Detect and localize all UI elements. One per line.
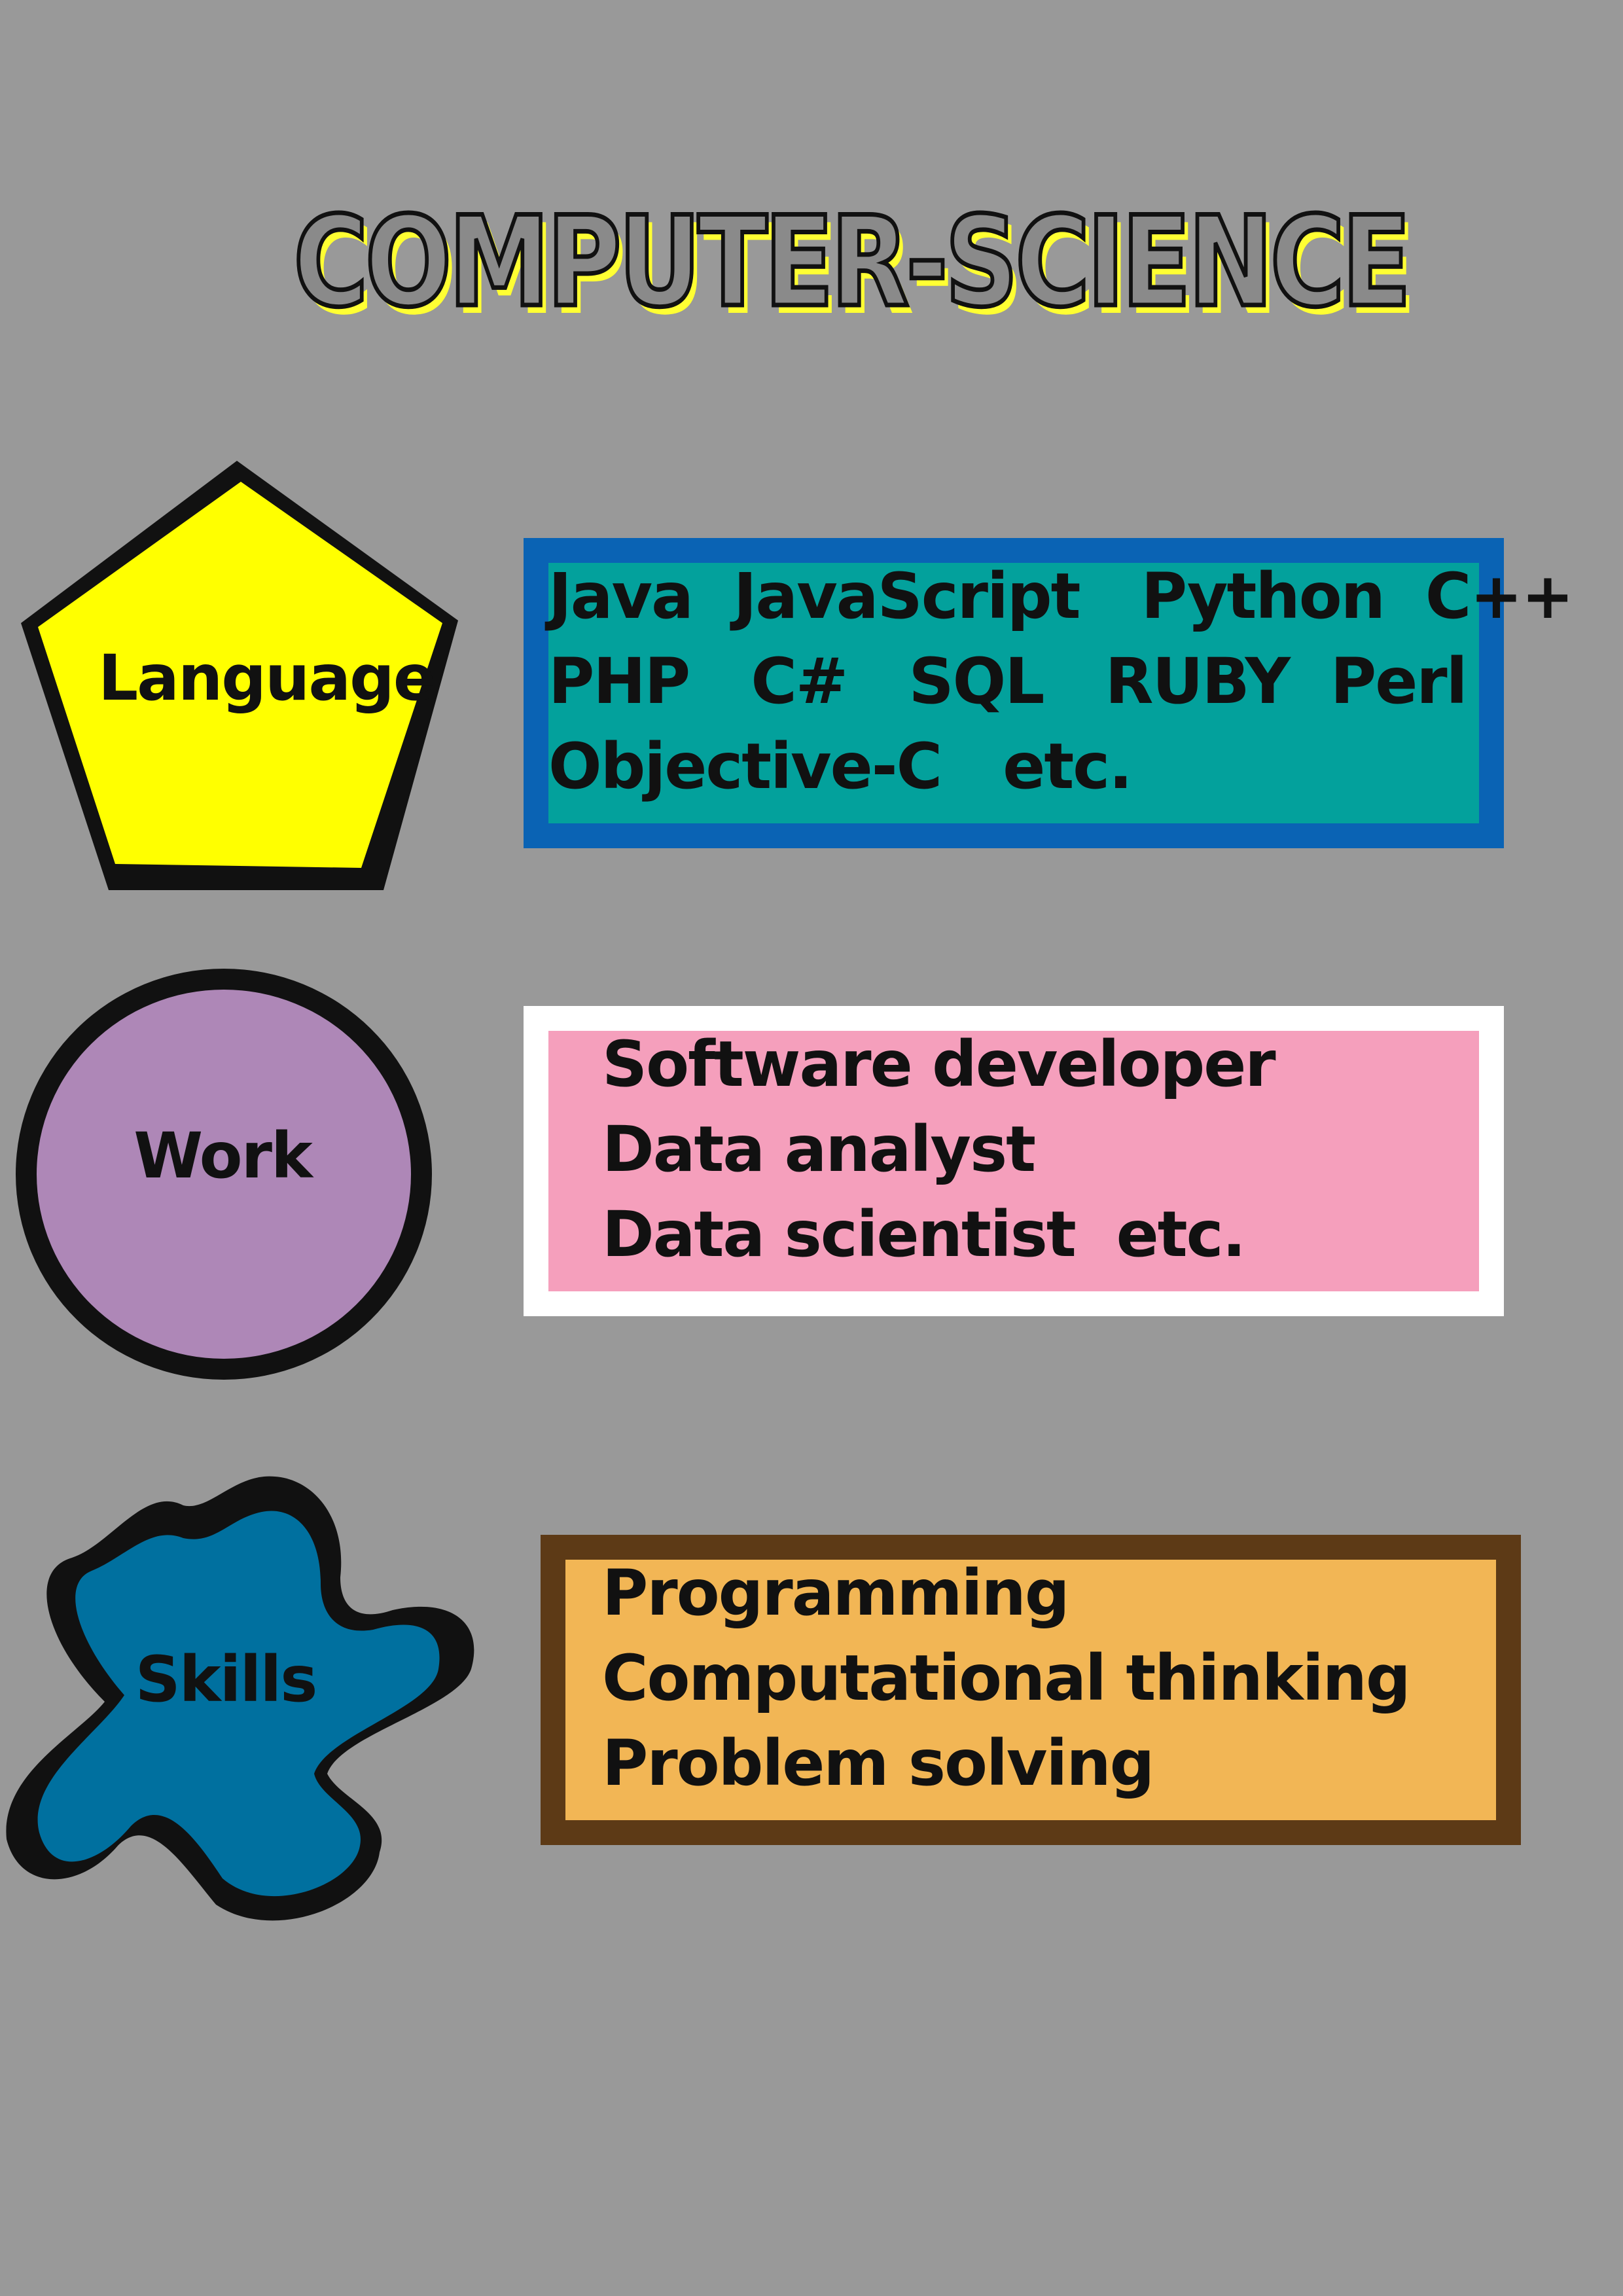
work-line-2: Data analyst	[602, 1113, 1036, 1186]
language-line-3: Objective-C etc.	[548, 730, 1133, 803]
skills-line-1: Programming	[602, 1556, 1070, 1630]
language-line-2: PHP C# SQL RUBY Perl	[548, 645, 1468, 718]
skills-label: Skills	[135, 1643, 318, 1716]
circle-shape	[16, 969, 432, 1380]
splat-shape	[6, 1476, 474, 1921]
work-box: Software developer Data analyst Data sci…	[524, 1006, 1504, 1316]
language-box: Java JavaScript Python C++ PHP C# SQL RU…	[524, 538, 1574, 848]
page-title: COMPUTER-SCIENCE	[292, 188, 1414, 337]
work-label: Work	[134, 1119, 313, 1193]
language-line-1: Java JavaScript Python C++	[548, 560, 1574, 633]
pentagon-shape	[21, 461, 458, 890]
skills-box: Programming Computational thinking Probl…	[541, 1535, 1521, 1845]
skills-line-3: Problem solving	[602, 1727, 1154, 1800]
skills-line-2: Computational thinking	[602, 1641, 1411, 1715]
language-label: Language	[98, 641, 436, 715]
work-line-1: Software developer	[602, 1028, 1276, 1101]
work-line-3: Data scientist etc.	[602, 1198, 1246, 1271]
